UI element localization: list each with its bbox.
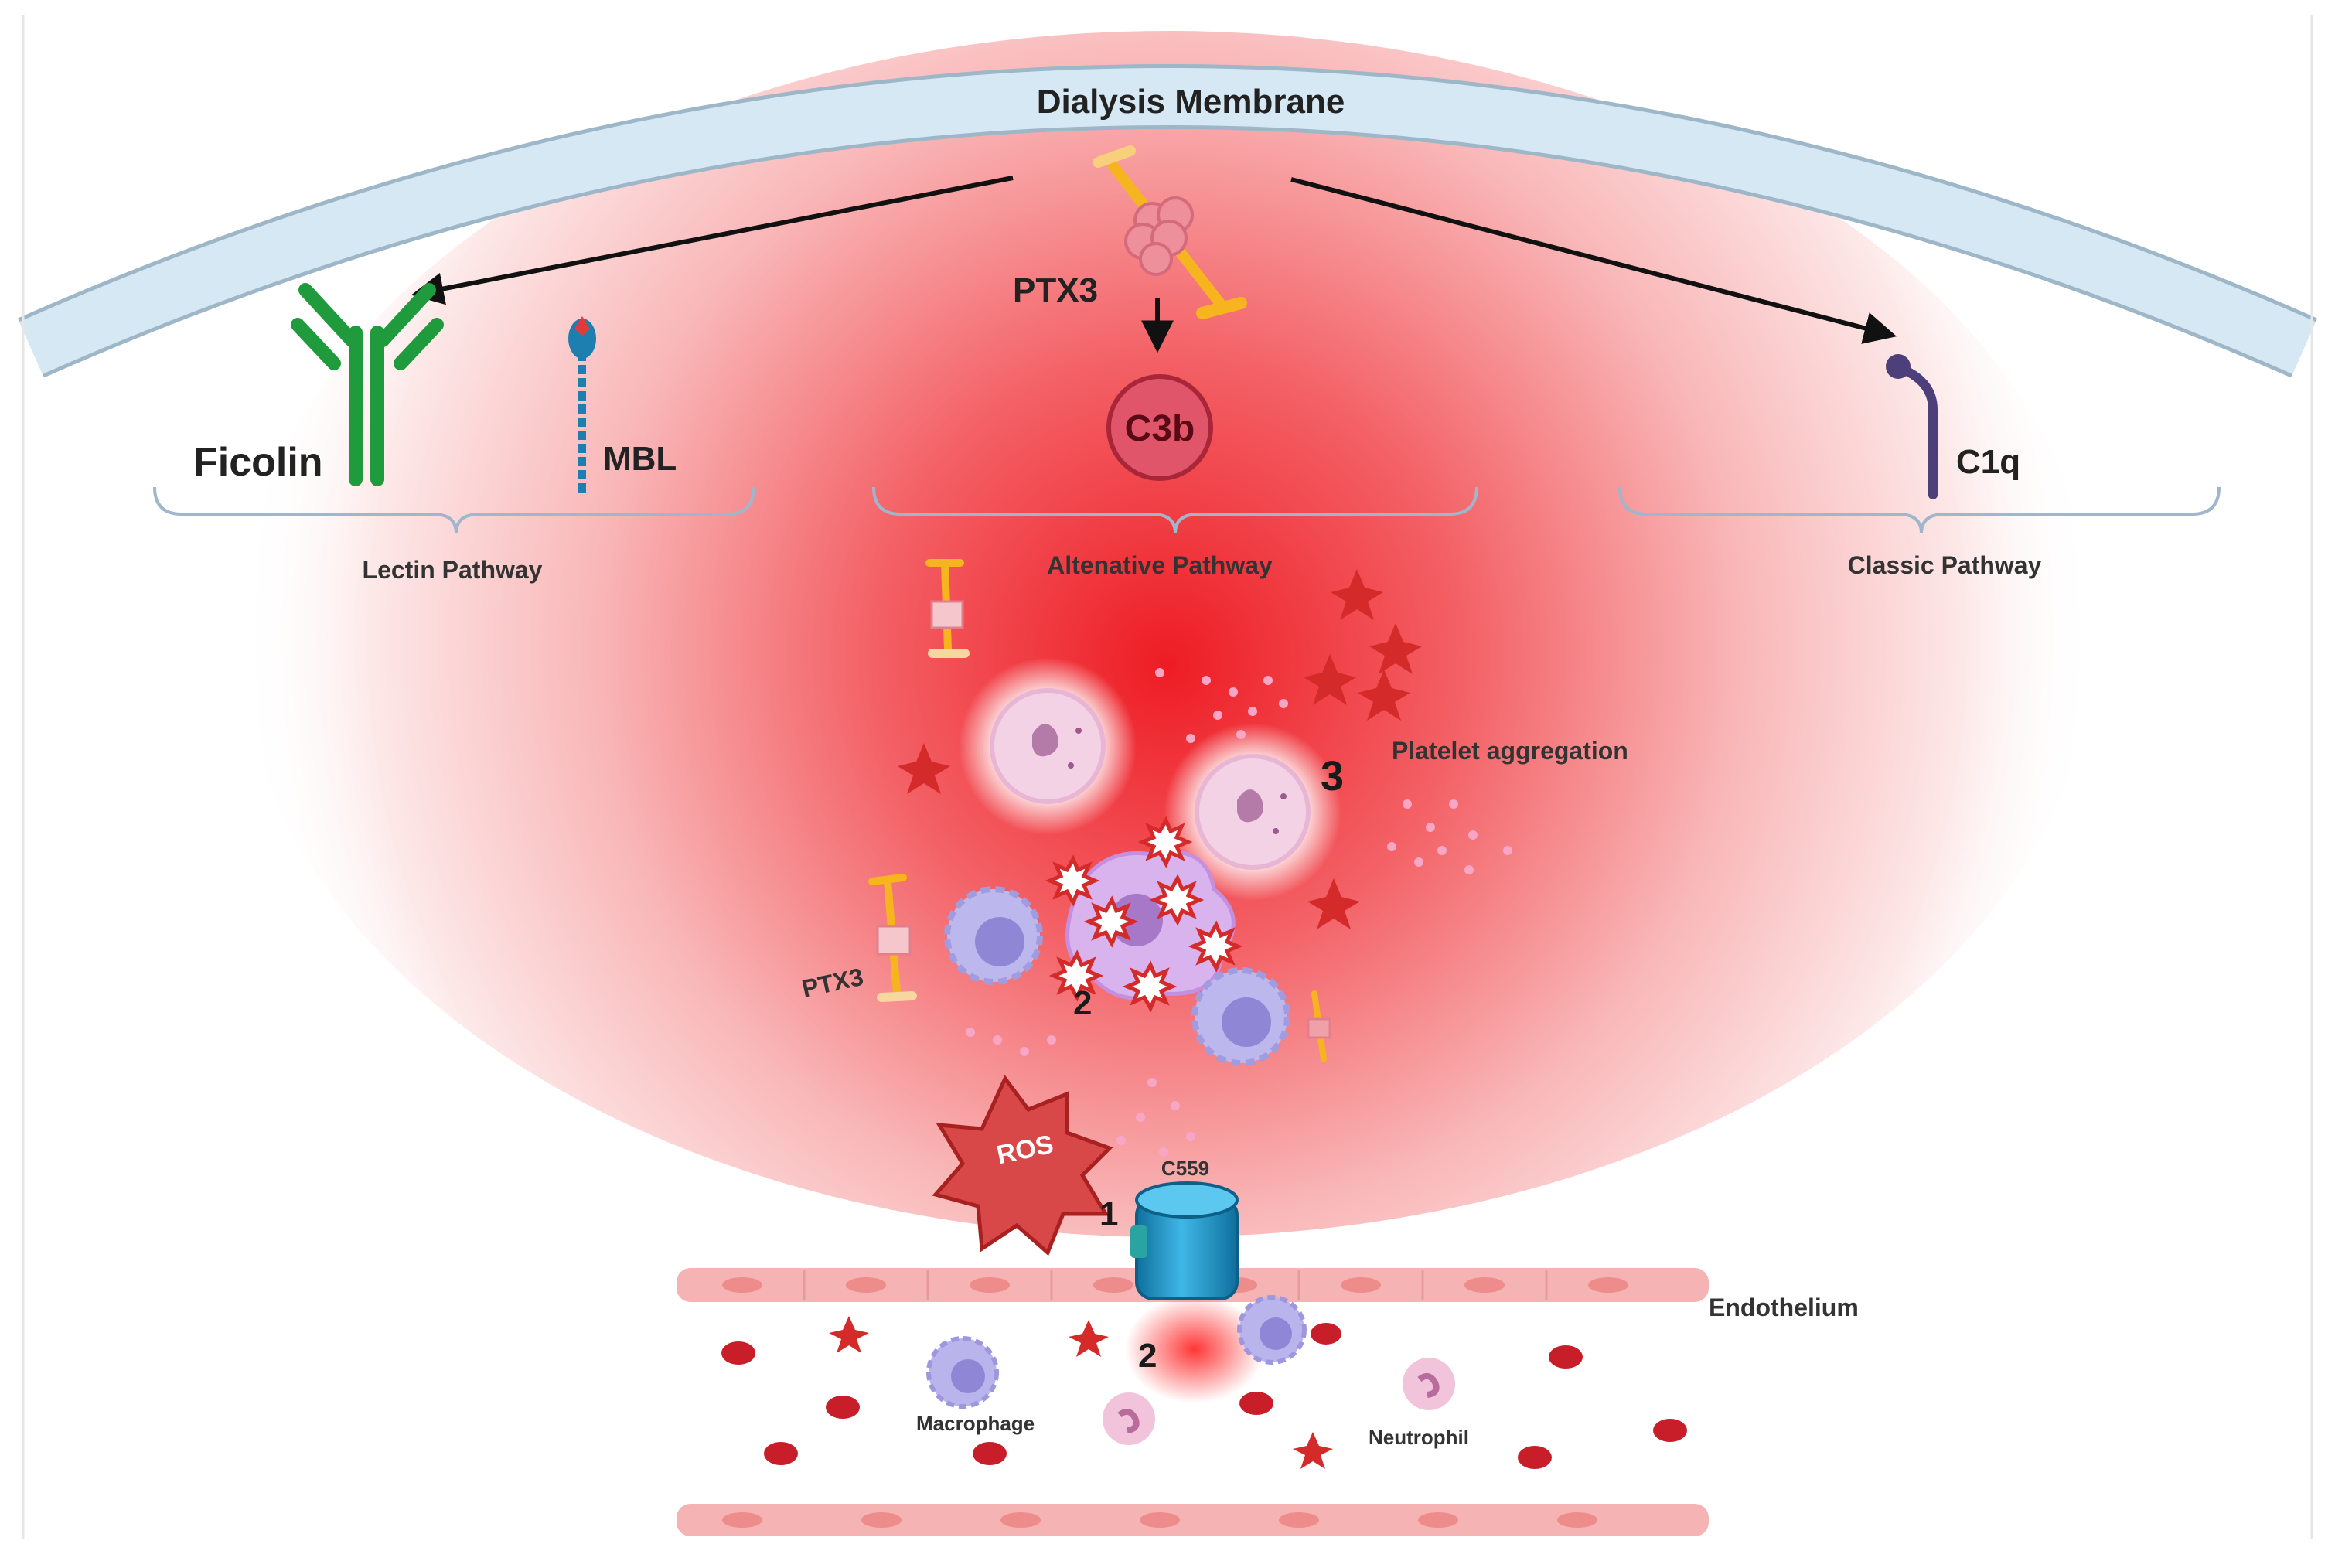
c1q-label: C1q [1956,443,2020,481]
c3b-label: C3b [1125,408,1195,449]
platelets [898,569,1422,929]
neutrophil-label: Neutrophil [1369,1426,1469,1449]
ptx3-small-top [925,559,970,658]
ptx3-label: PTX3 [1013,271,1098,309]
mbl-icon [568,316,596,495]
neutrophil-vessel [1103,1392,1155,1445]
ptx3-molecule-icon [1093,145,1247,319]
classic-brace [1618,486,2221,534]
mbl-label: MBL [603,440,677,478]
ficolin-icon [291,283,444,486]
macrophage-vessel-2 [1237,1295,1307,1365]
granule-particles [966,668,1512,1157]
macrophage-cell-2 [1191,967,1290,1066]
red-blood-cells [721,1323,1687,1469]
lectin-pathway-label: Lectin Pathway [363,556,543,584]
alternative-pathway-label: Altenative Pathway [1047,551,1273,579]
activation-arrows [411,176,1897,353]
marker-2-vessel: 2 [1138,1337,1157,1375]
macrophage-vessel [926,1336,999,1409]
marker-2: 2 [1073,984,1092,1022]
dialysis-membrane: Dialysis Membrane [18,64,2317,378]
inflammation-glow [240,31,2095,1237]
degranulation-bursts [1045,816,1243,1013]
arrow-to-lectin [411,176,1014,305]
lectin-brace [153,486,755,534]
ros-burst-icon [932,1075,1113,1256]
c1q-icon [1886,354,1938,499]
ficolin-label: Ficolin [193,440,323,485]
classic-pathway-label: Classic Pathway [1848,551,2042,579]
arrow-to-classic [1290,177,1897,344]
vessel-platelets [829,1316,1333,1469]
inflammatory-events: PTX3 ROS C559 [799,559,1628,1300]
alternative-pathway: PTX3 C3b Altenative Pathway [872,145,1478,579]
c3b-icon [1106,374,1213,481]
marker-3: 3 [1321,753,1344,799]
macrophage-label: Macrophage [916,1412,1035,1435]
endothelium-label: Endothelium [1709,1294,1859,1321]
platelet-aggregation-label: Platelet aggregation [1392,737,1628,765]
alternative-brace [872,486,1478,534]
ptx3-small-left [868,874,917,1002]
lectin-pathway: Ficolin MBL Lectin Pathway [153,283,755,584]
neutrophil-vessel-2 [1403,1358,1455,1410]
neutrophil-cell-1 [959,657,1137,835]
classic-pathway: C1q Classic Pathway [1618,354,2221,579]
receptor-label: C559 [1161,1157,1209,1180]
membrane-label: Dialysis Membrane [1037,83,1345,121]
macrophage-cell-1 [944,886,1043,985]
hotspot [1125,1295,1264,1403]
complement-receptor-channel [1130,1181,1239,1300]
endothelium-bottom [677,1504,1709,1536]
vessel: Endothelium Macrophage Neutrophil 2 [677,1268,1859,1536]
neutrophil-cell-2 [1164,723,1341,901]
ptx3-small-right [1307,990,1331,1062]
marker-1: 1 [1099,1195,1118,1233]
